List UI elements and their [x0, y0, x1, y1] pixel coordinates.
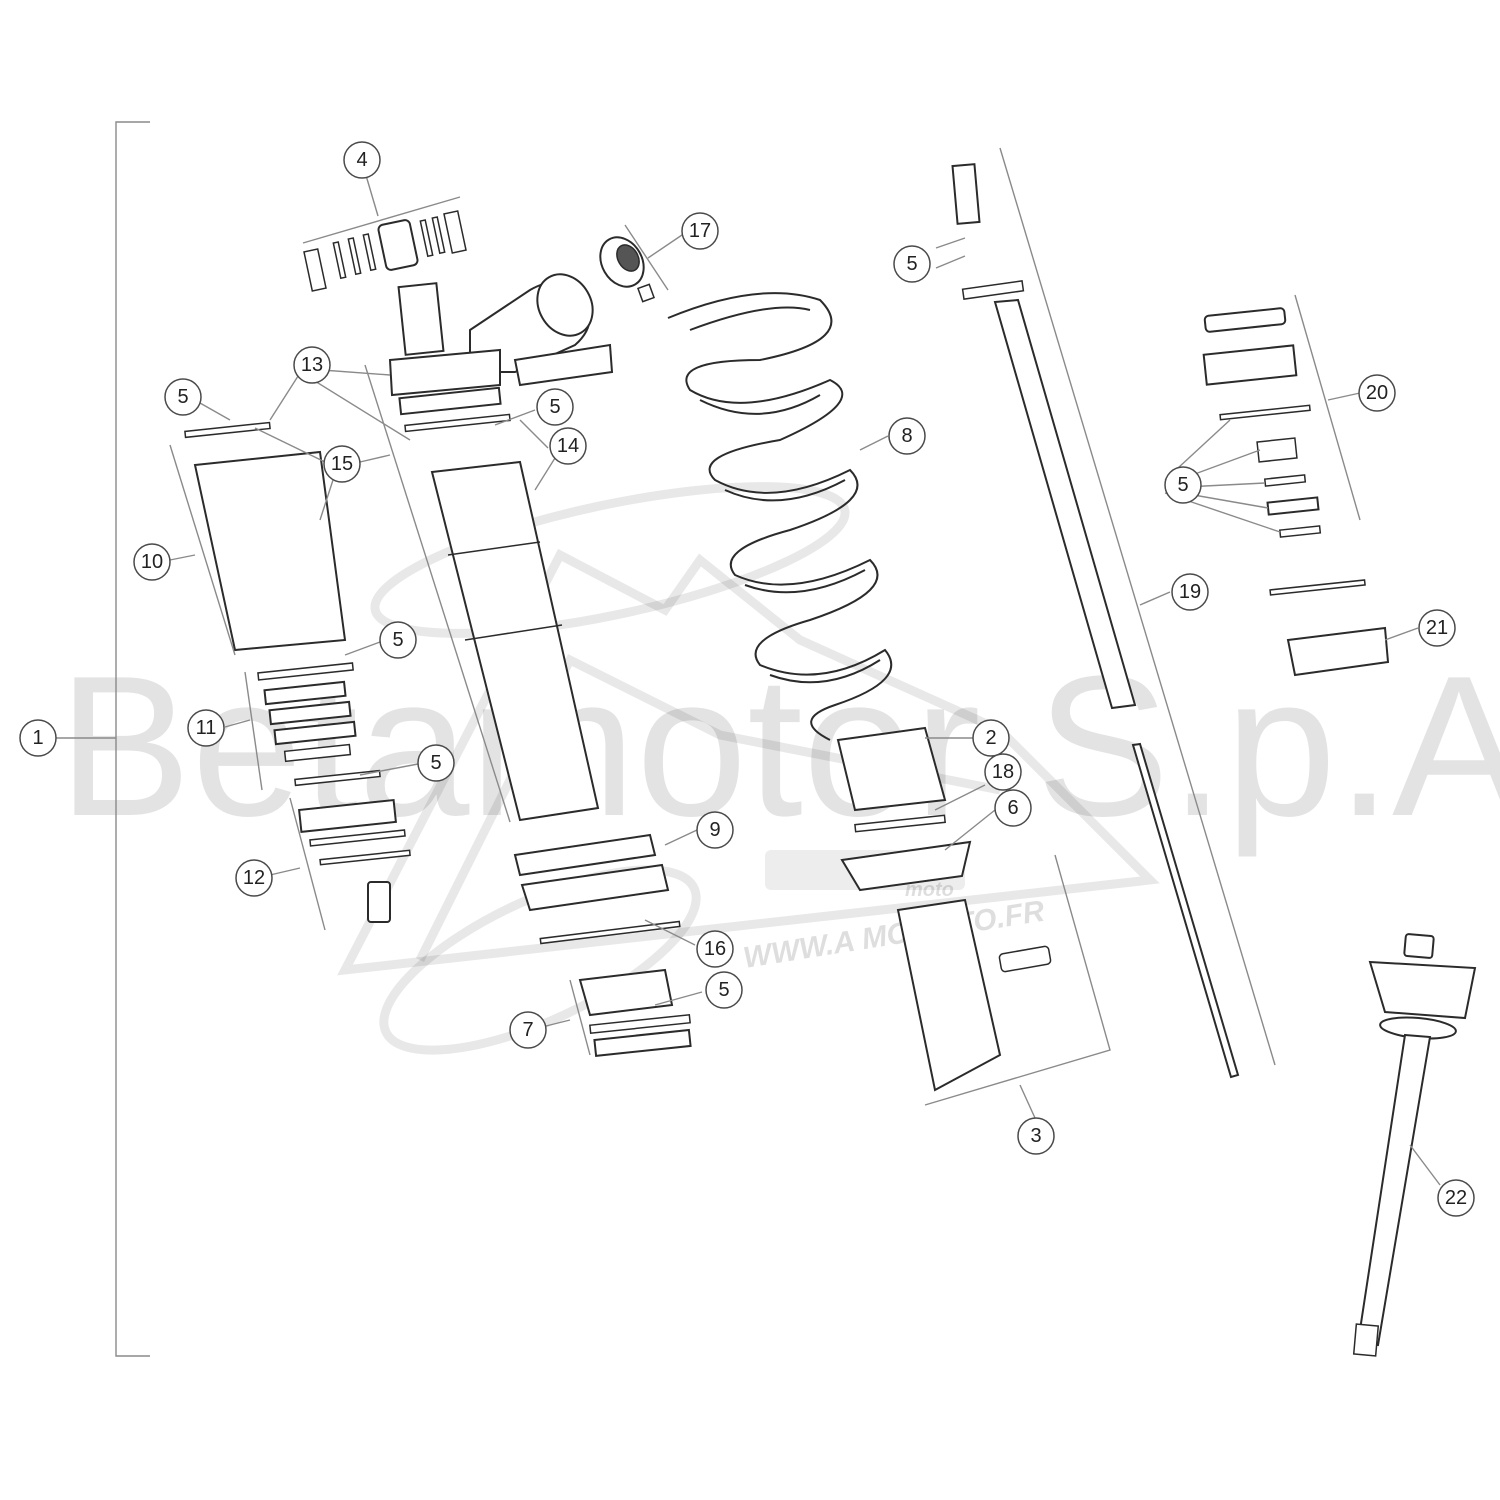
callout-5-bottom-cap[interactable]: 5 [705, 971, 743, 1009]
callout-5-right[interactable]: 5 [1164, 466, 1202, 504]
callout-22[interactable]: 22 [1437, 1179, 1475, 1217]
part-bushing-set [302, 171, 467, 292]
callout-18[interactable]: 18 [984, 753, 1022, 791]
callout-11[interactable]: 11 [187, 709, 225, 747]
callout-5-shaft-top[interactable]: 5 [893, 245, 931, 283]
callout-13[interactable]: 13 [293, 346, 331, 384]
svg-text:17: 17 [689, 220, 711, 242]
svg-text:6: 6 [1007, 797, 1018, 819]
callout-5-center-top[interactable]: 5 [536, 388, 574, 426]
svg-text:2: 2 [985, 727, 996, 749]
callout-5-left-mid[interactable]: 5 [379, 621, 417, 659]
part-dust-boot [169, 444, 347, 656]
svg-text:21: 21 [1426, 617, 1448, 639]
callout-5-left-top[interactable]: 5 [164, 378, 202, 416]
svg-text:5: 5 [718, 979, 729, 1001]
svg-text:15: 15 [331, 453, 353, 475]
callout-20[interactable]: 20 [1358, 374, 1396, 412]
callout-3[interactable]: 3 [1017, 1117, 1055, 1155]
callout-15[interactable]: 15 [323, 445, 361, 483]
svg-text:5: 5 [549, 396, 560, 418]
svg-text:14: 14 [557, 435, 579, 457]
svg-text:8: 8 [901, 425, 912, 447]
svg-text:16: 16 [704, 938, 726, 960]
callout-6[interactable]: 6 [994, 789, 1032, 827]
svg-text:10: 10 [141, 551, 163, 573]
callout-7[interactable]: 7 [509, 1011, 547, 1049]
part-adjuster-cap [599, 224, 683, 303]
part-end-cap [569, 968, 692, 1057]
assembly-bracket [115, 121, 150, 1357]
callout-5-left-low[interactable]: 5 [417, 744, 455, 782]
callout-4[interactable]: 4 [343, 141, 381, 179]
svg-text:5: 5 [430, 752, 441, 774]
svg-text:1: 1 [32, 727, 43, 749]
svg-text:22: 22 [1445, 1187, 1467, 1209]
svg-text:5: 5 [392, 629, 403, 651]
svg-text:5: 5 [177, 386, 188, 408]
callout-1[interactable]: 1 [19, 719, 57, 757]
part-piston-set [244, 662, 381, 791]
leader-lines [169, 237, 1441, 1186]
callout-16[interactable]: 16 [696, 930, 734, 968]
svg-text:4: 4 [356, 149, 367, 171]
callout-10[interactable]: 10 [133, 543, 171, 581]
callout-12[interactable]: 12 [235, 859, 273, 897]
part-coil-spring [667, 292, 893, 741]
callout-2[interactable]: 2 [972, 719, 1010, 757]
svg-text:19: 19 [1179, 581, 1201, 603]
svg-text:3: 3 [1030, 1125, 1041, 1147]
callout-19[interactable]: 19 [1171, 573, 1209, 611]
part-piston-rod [1352, 933, 1477, 1357]
svg-text:18: 18 [992, 761, 1014, 783]
part-bump-stop [836, 726, 972, 892]
part-shaft-assembly [951, 147, 1276, 1079]
part-valve-set [289, 797, 411, 931]
callout-14[interactable]: 14 [549, 427, 587, 465]
svg-text:5: 5 [906, 253, 917, 275]
svg-text:9: 9 [709, 819, 720, 841]
svg-text:12: 12 [243, 867, 265, 889]
svg-text:20: 20 [1366, 382, 1388, 404]
callouts: 1 2 3 4 5 5 5 5 5 5 5 5 6 7 8 9 [19, 141, 1475, 1217]
callout-8[interactable]: 8 [888, 417, 926, 455]
callout-21[interactable]: 21 [1418, 609, 1456, 647]
callout-17[interactable]: 17 [681, 212, 719, 250]
svg-text:5: 5 [1177, 474, 1188, 496]
part-spring-collars [513, 833, 681, 945]
part-shock-head [388, 273, 614, 397]
watermark-moto-text: moto [905, 879, 954, 901]
svg-text:13: 13 [301, 354, 323, 376]
part-damper-body [364, 364, 600, 823]
callout-9[interactable]: 9 [696, 811, 734, 849]
svg-text:11: 11 [196, 717, 217, 739]
part-top-rings [184, 386, 511, 439]
svg-text:7: 7 [522, 1019, 533, 1041]
part-reservoir-cap-set [1202, 294, 1390, 677]
part-lower-eyelet [896, 854, 1111, 1106]
